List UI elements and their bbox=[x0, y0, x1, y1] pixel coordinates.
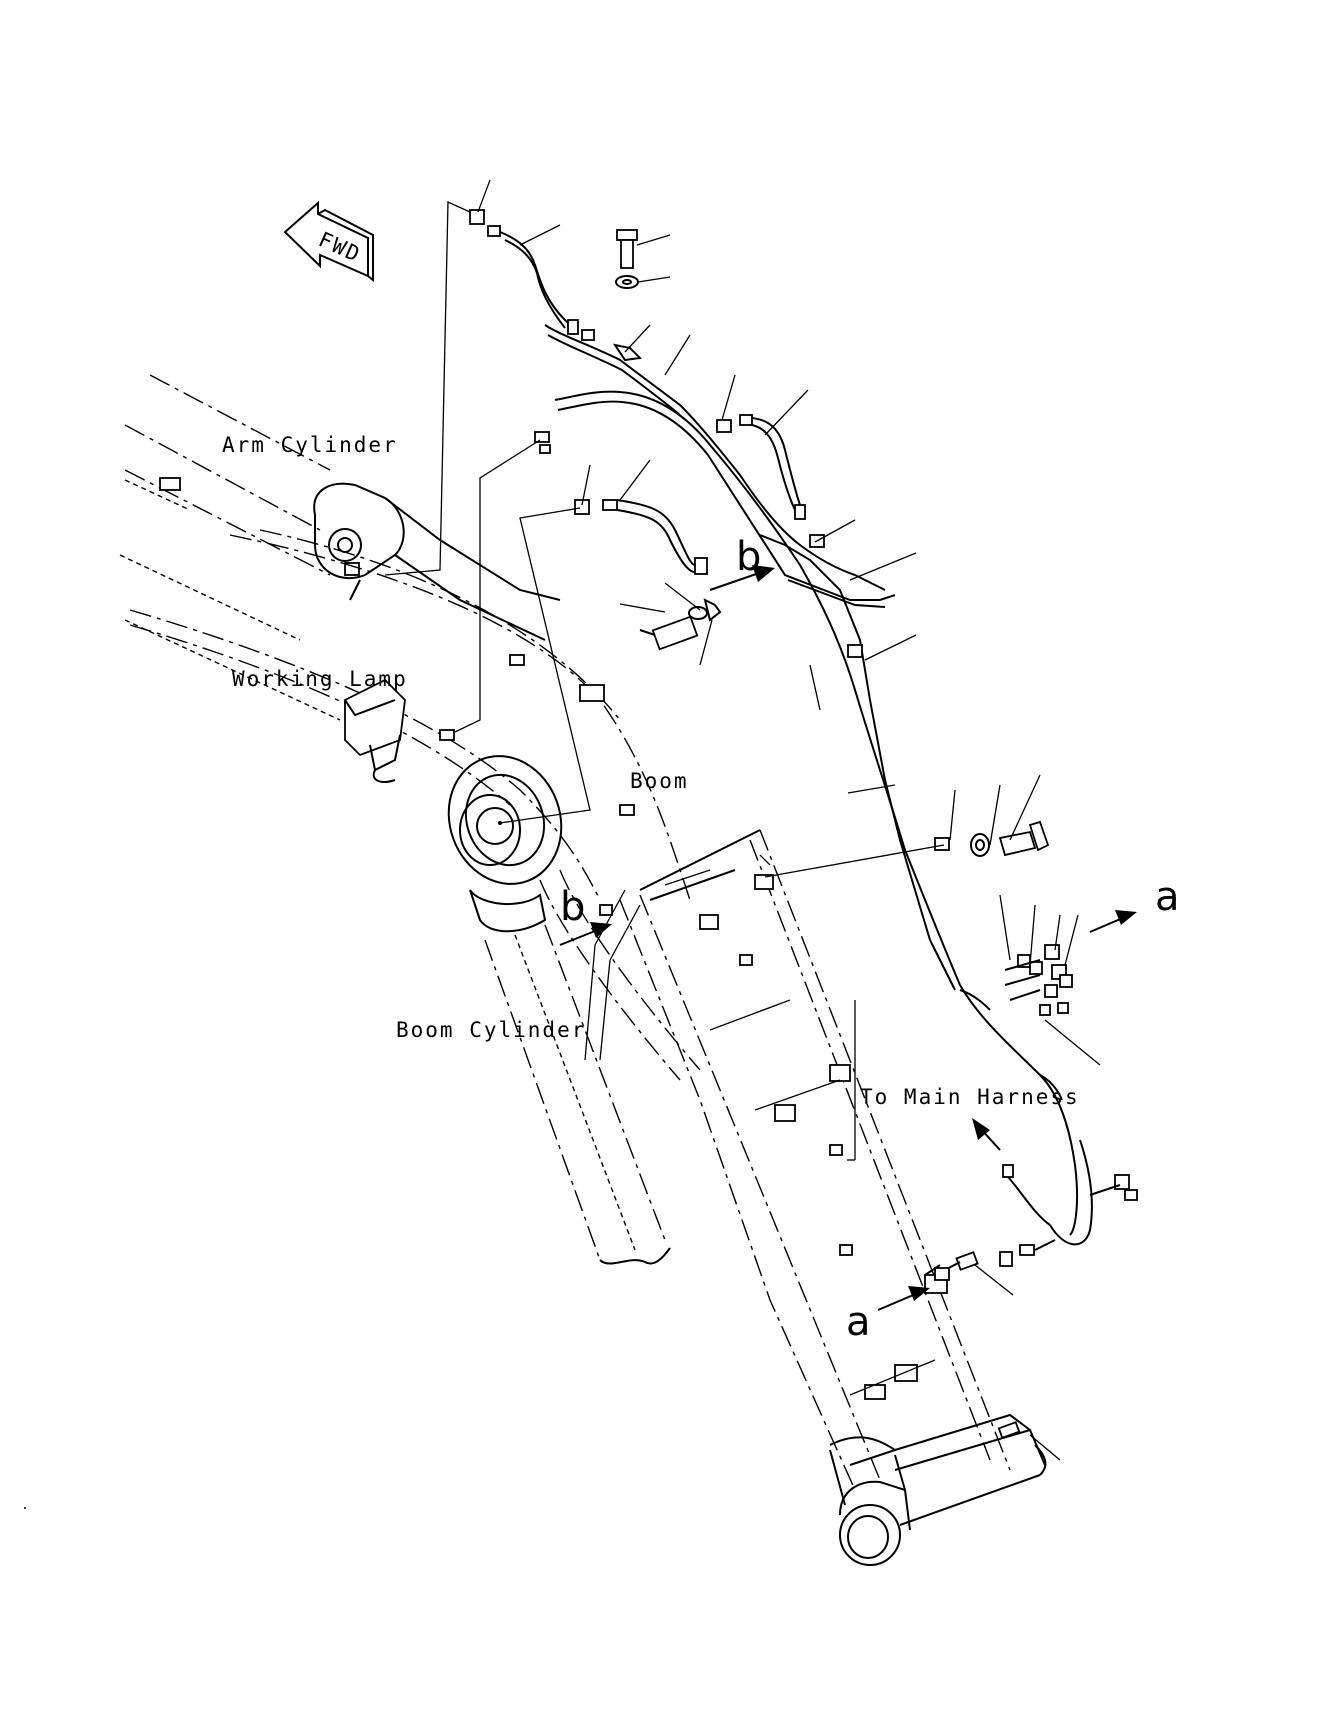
boom-cylinder-label: Boom Cylinder bbox=[396, 1018, 586, 1042]
callout-a-lower: a bbox=[846, 1299, 871, 1345]
callout-arrows bbox=[559, 565, 1137, 1311]
boom-foot bbox=[829, 1413, 1047, 1566]
fwd-arrow-icon: FWD bbox=[283, 200, 374, 283]
callout-a-upper: a bbox=[1155, 874, 1180, 920]
arm-cylinder-label: Arm Cylinder bbox=[222, 433, 398, 457]
working-lamp-label: Working Lamp bbox=[232, 667, 408, 691]
text-labels: Arm Cylinder Working Lamp Boom Boom Cyli… bbox=[222, 433, 1180, 1345]
to-main-harness-label: To Main Harness bbox=[860, 1085, 1080, 1109]
harness-routing bbox=[544, 324, 1093, 1246]
working-lamp bbox=[344, 678, 455, 783]
boom-outline bbox=[129, 529, 1011, 1491]
harness-connectors bbox=[469, 209, 1138, 1281]
leader-lines bbox=[384, 179, 1101, 1461]
arm-cylinder-boss bbox=[159, 477, 561, 641]
callout-b-lower: b bbox=[560, 884, 585, 930]
callout-b-upper: b bbox=[736, 534, 761, 580]
margin-dot bbox=[24, 1507, 26, 1509]
boom-cylinder bbox=[447, 755, 671, 1265]
boom-label: Boom bbox=[630, 769, 689, 793]
boom-clamps bbox=[509, 654, 948, 1400]
